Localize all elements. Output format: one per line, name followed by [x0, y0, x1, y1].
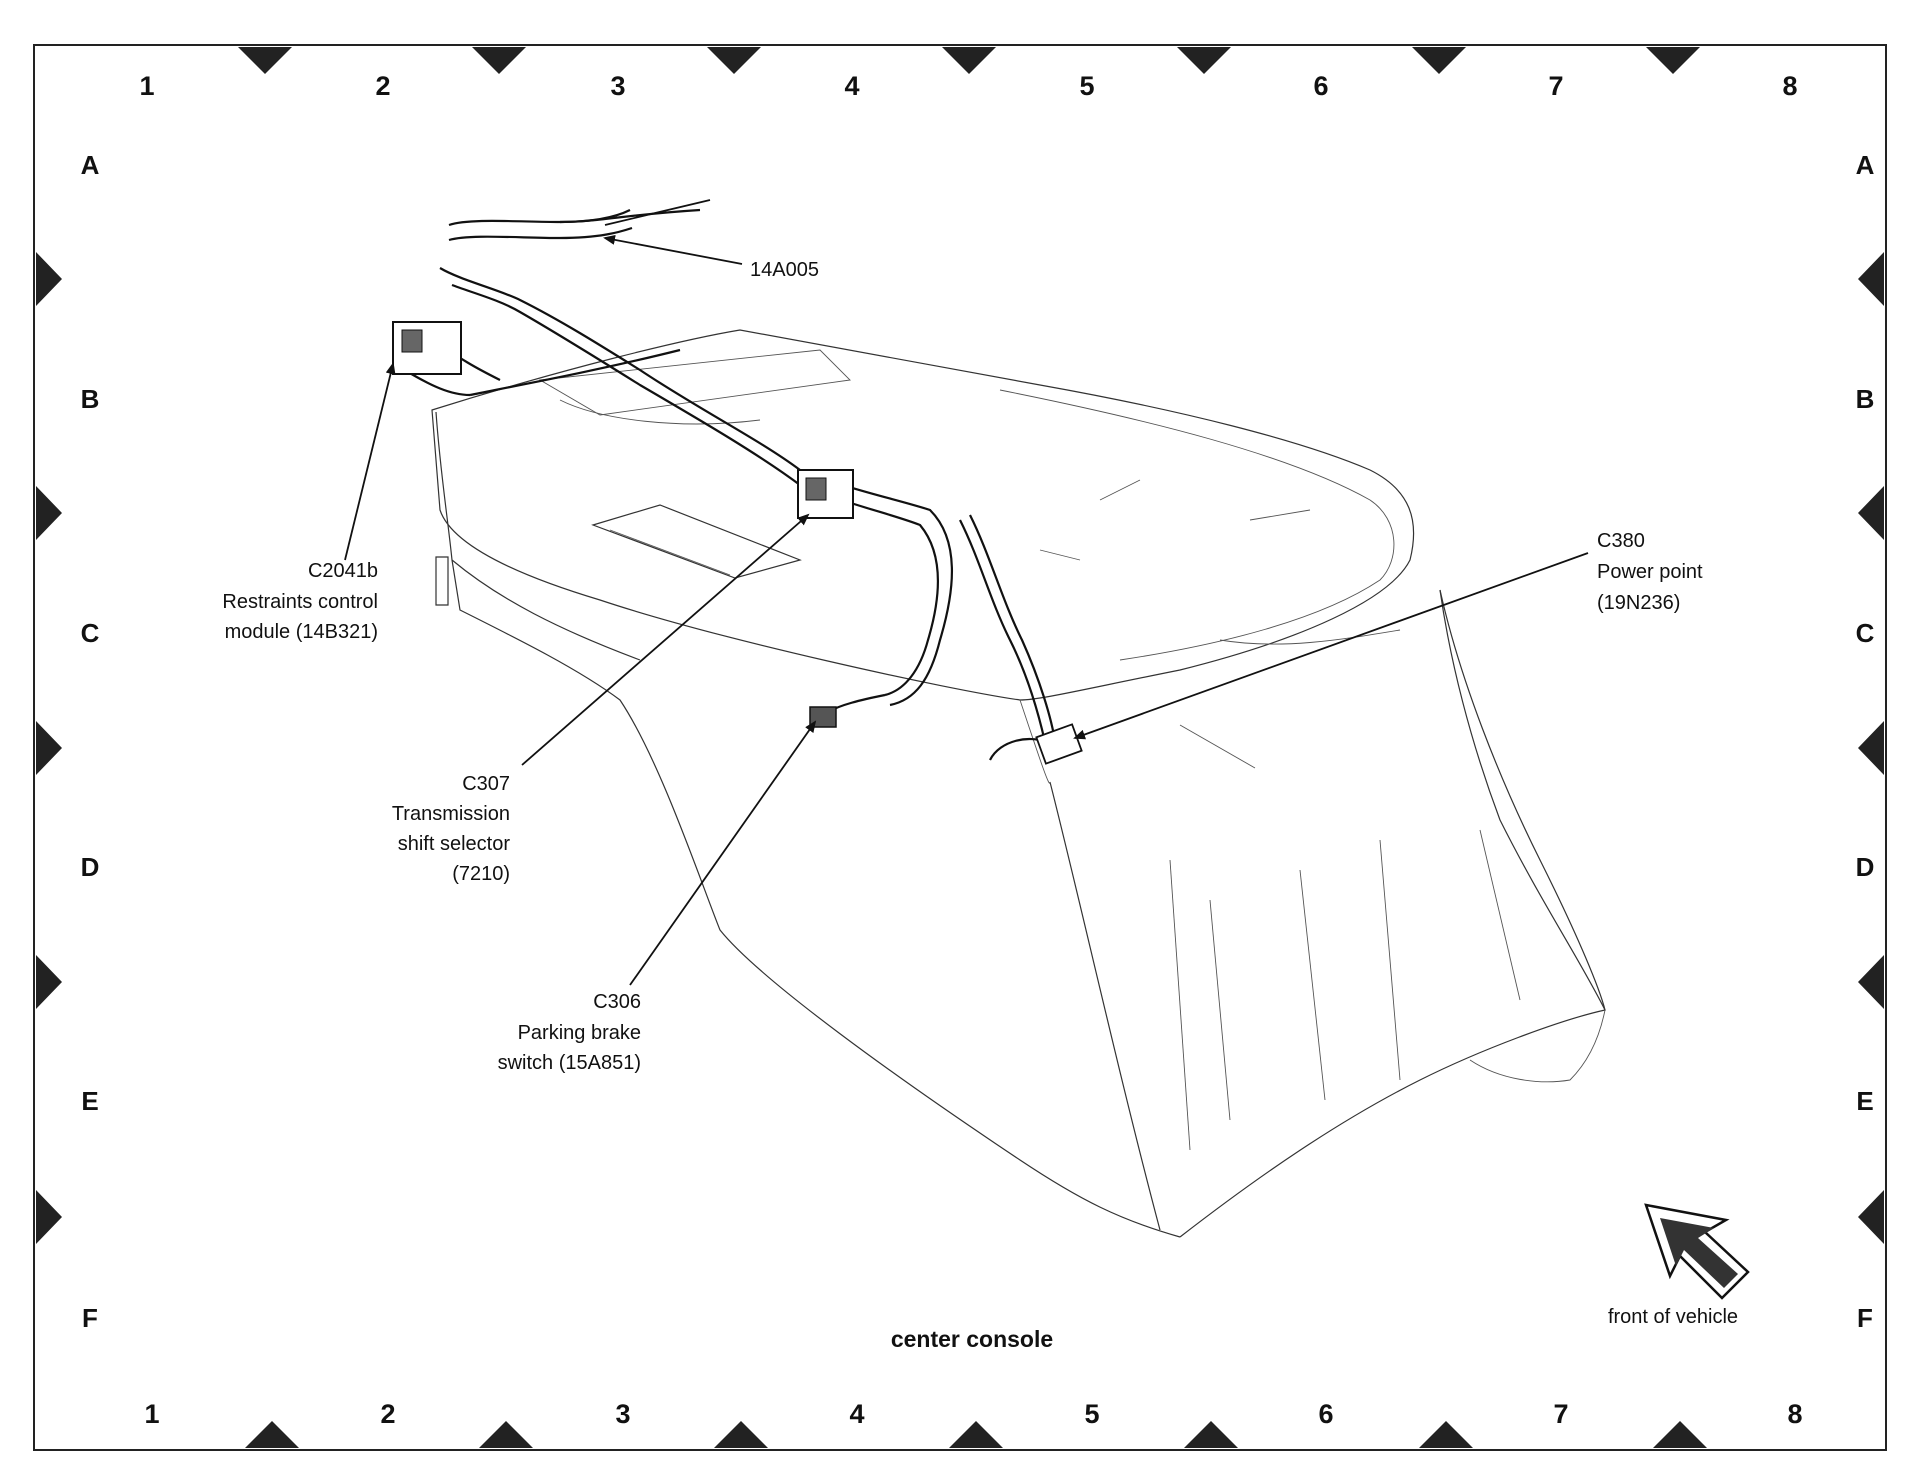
grid-row-labels-right: A B C D E F — [1856, 150, 1875, 1333]
grid-tick-top — [942, 47, 996, 74]
grid-tick-right — [1858, 955, 1884, 1009]
callout-c2041b: C2041b Restraints control module (14B321… — [222, 560, 378, 643]
callout-14a005: 14A005 — [750, 259, 819, 281]
leader-14a005-extension — [604, 199, 711, 226]
callout-line: Parking brake — [518, 1022, 641, 1044]
callout-line: (19N236) — [1597, 592, 1680, 614]
leader-c307 — [521, 513, 810, 766]
wiring-harness — [392, 208, 1083, 765]
grid-tick-bottom — [1419, 1421, 1473, 1448]
grid-column-labels-bottom: 1 2 3 4 5 6 7 8 — [144, 1399, 1802, 1429]
grid-row-label: F — [1857, 1303, 1873, 1333]
grid-col-label: 6 — [1313, 71, 1328, 101]
grid-tick-bottom — [949, 1421, 1003, 1448]
grid-row-label: B — [81, 384, 100, 414]
callout-line: module (14B321) — [225, 621, 378, 643]
grid-tick-bottom — [1653, 1421, 1707, 1448]
grid-tick-top — [1412, 47, 1466, 74]
leader-c380 — [1073, 552, 1589, 740]
grid-tick-left — [36, 721, 62, 775]
grid-col-label: 5 — [1079, 71, 1094, 101]
front-arrow-icon — [1644, 1203, 1750, 1300]
diagram-title: center console — [891, 1326, 1053, 1352]
grid-tick-right — [1858, 252, 1884, 306]
callout-line: C307 — [462, 773, 510, 795]
grid-tick-bottom — [479, 1421, 533, 1448]
grid-col-label: 8 — [1787, 1399, 1802, 1429]
callout-line: C306 — [593, 991, 641, 1013]
grid-col-label: 6 — [1318, 1399, 1333, 1429]
grid-col-label: 8 — [1782, 71, 1797, 101]
front-of-vehicle-label: front of vehicle — [1608, 1306, 1738, 1328]
grid-row-label: E — [1856, 1086, 1873, 1116]
grid-row-label: A — [1856, 150, 1875, 180]
callout-line: shift selector — [398, 833, 511, 855]
grid-tick-top — [238, 47, 292, 74]
grid-tick-bottom — [245, 1421, 299, 1448]
grid-row-labels-left: A B C D E F — [81, 150, 100, 1333]
grid-tick-left — [36, 1190, 62, 1244]
leader-c2041b — [344, 362, 396, 561]
callout-c380: C380 Power point (19N236) — [1597, 530, 1703, 614]
grid-row-label: F — [82, 1303, 98, 1333]
grid-row-label: A — [81, 150, 100, 180]
grid-col-label: 4 — [849, 1399, 864, 1429]
grid-col-label: 7 — [1548, 71, 1563, 101]
grid-tick-top — [1177, 47, 1231, 74]
grid-tick-left — [36, 252, 62, 306]
grid-col-label: 3 — [615, 1399, 630, 1429]
grid-col-label: 1 — [139, 71, 154, 101]
grid-tick-right — [1858, 486, 1884, 540]
grid-row-label: E — [81, 1086, 98, 1116]
grid-col-label: 5 — [1084, 1399, 1099, 1429]
grid-row-label: D — [81, 852, 100, 882]
grid-col-label: 4 — [844, 71, 859, 101]
leader-c306 — [629, 720, 817, 986]
grid-row-label: D — [1856, 852, 1875, 882]
leader-14a005 — [603, 234, 743, 265]
callout-line: (7210) — [452, 863, 510, 885]
grid-row-label: B — [1856, 384, 1875, 414]
callout-line: switch (15A851) — [498, 1052, 641, 1074]
grid-markers — [36, 47, 1884, 1448]
grid-col-label: 7 — [1553, 1399, 1568, 1429]
callout-line: C380 — [1597, 530, 1645, 552]
callout-c306: C306 Parking brake switch (15A851) — [498, 991, 641, 1074]
callout-line: Transmission — [392, 803, 510, 825]
grid-tick-top — [707, 47, 761, 74]
grid-tick-top — [1646, 47, 1700, 74]
grid-tick-bottom — [1184, 1421, 1238, 1448]
grid-tick-top — [472, 47, 526, 74]
diagram-frame — [33, 44, 1887, 1451]
callout-line: C2041b — [308, 560, 378, 582]
callout-line: Restraints control — [222, 591, 378, 613]
callout-c307: C307 Transmission shift selector (7210) — [392, 773, 511, 885]
grid-tick-right — [1858, 721, 1884, 775]
callout-line: 14A005 — [750, 259, 819, 281]
grid-tick-left — [36, 486, 62, 540]
grid-col-label: 2 — [375, 71, 390, 101]
grid-row-label: C — [1856, 618, 1875, 648]
callout-line: Power point — [1597, 561, 1703, 583]
grid-row-label: C — [81, 618, 100, 648]
grid-tick-left — [36, 955, 62, 1009]
grid-tick-right — [1858, 1190, 1884, 1244]
connector-c306 — [809, 706, 837, 728]
grid-col-label: 3 — [610, 71, 625, 101]
grid-col-label: 2 — [380, 1399, 395, 1429]
grid-column-labels-top: 1 2 3 4 5 6 7 8 — [139, 71, 1797, 101]
leader-lines — [344, 199, 1589, 986]
console-body — [431, 329, 1606, 1238]
grid-tick-bottom — [714, 1421, 768, 1448]
grid-col-label: 1 — [144, 1399, 159, 1429]
